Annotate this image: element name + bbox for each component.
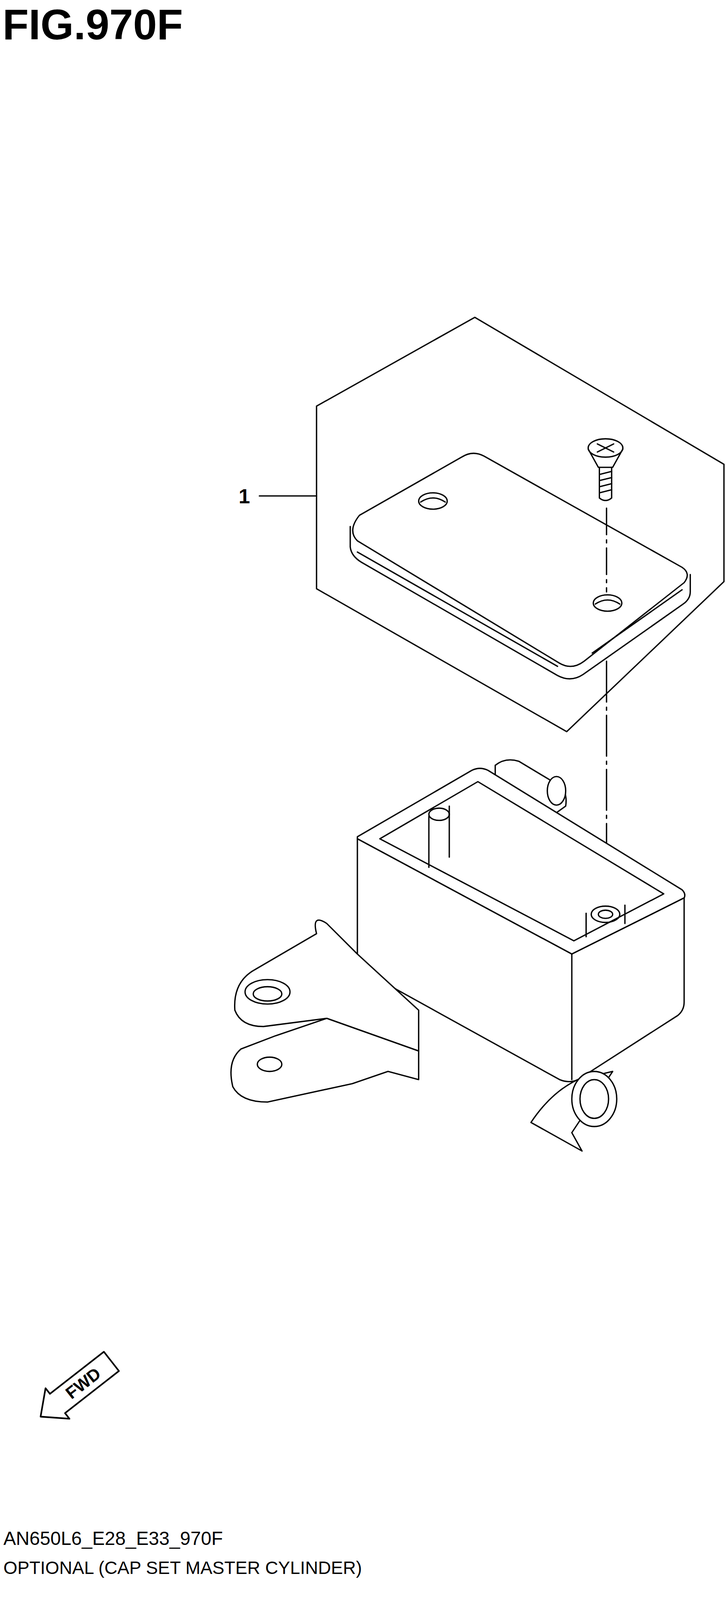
cap-plate-edge: [350, 526, 691, 680]
cylinder-bore: [579, 1080, 609, 1119]
boss: [428, 806, 450, 868]
screw-slot: [597, 444, 614, 453]
screw-hole: [598, 910, 613, 919]
boss: [585, 905, 625, 937]
mount-hole: [253, 986, 282, 1002]
figure-title: FIG.970F: [2, 0, 183, 48]
mount-hole: [245, 980, 290, 1005]
figure-caption: OPTIONAL (CAP SET MASTER CYLINDER): [3, 1558, 362, 1579]
screw-hole: [428, 808, 450, 821]
screw-hole: [595, 600, 620, 605]
screw-thread: [599, 471, 612, 493]
screw-hole: [420, 497, 445, 503]
callout-number: 1: [238, 485, 251, 509]
screw-head: [588, 449, 623, 468]
cap-plate-line: [592, 590, 683, 654]
center-line: [605, 508, 608, 592]
figure-code: AN650L6_E28_E33_970F: [3, 1528, 223, 1550]
mount-ear: [231, 1018, 419, 1103]
reservoir-edge: [570, 954, 573, 1081]
cylinder-end: [571, 1071, 617, 1128]
screw-slot: [597, 444, 614, 453]
screw-hole: [593, 595, 622, 612]
cap-plate-line: [357, 552, 558, 667]
cap-plate: [352, 453, 688, 667]
screw-shank: [599, 467, 612, 501]
direction-arrow: [28, 1346, 124, 1433]
screw-hole: [591, 906, 620, 923]
leader-line: [259, 495, 317, 497]
reservoir-cap-boss: [547, 776, 566, 806]
mount-hole: [257, 1057, 282, 1072]
set-frame: [316, 317, 724, 732]
screw-hole: [418, 493, 448, 510]
screw-head: [588, 439, 623, 458]
